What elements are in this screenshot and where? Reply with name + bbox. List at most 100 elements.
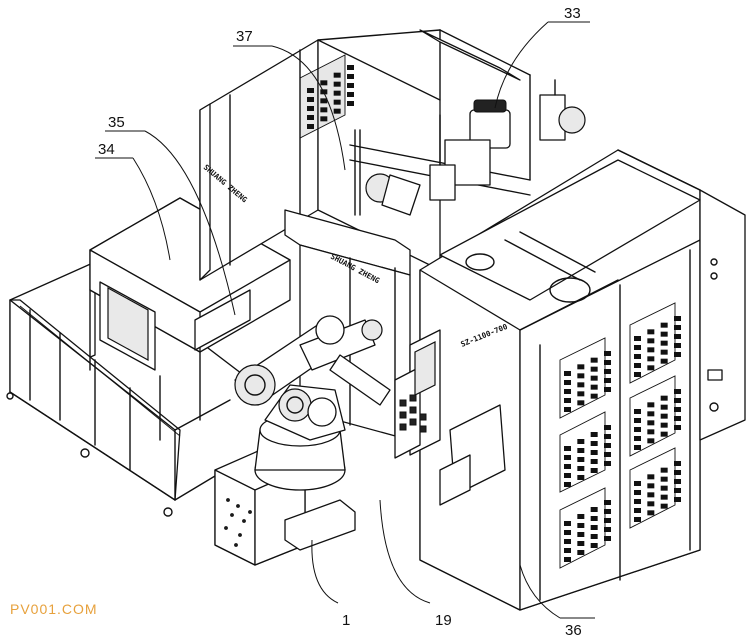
vent-hole — [660, 404, 668, 410]
vent-hole — [634, 427, 641, 432]
vent-hole — [307, 88, 314, 93]
ref-label-1: 1 — [342, 612, 350, 629]
vent-hole — [634, 517, 641, 522]
vent-hole — [333, 81, 341, 87]
vent-hole — [577, 466, 585, 471]
vent-hole — [333, 99, 341, 105]
vent-hole — [634, 336, 641, 341]
vent-hole — [564, 398, 571, 403]
vent-hole — [604, 443, 611, 448]
vent-hole — [604, 527, 611, 532]
vent-hole — [564, 380, 571, 385]
vent-hole — [333, 90, 341, 96]
vent-hole — [604, 378, 611, 383]
vent-hole — [564, 446, 571, 451]
vent-hole — [564, 548, 571, 553]
vent-hole — [564, 371, 571, 376]
vent-hole — [604, 369, 611, 374]
vent-hole — [634, 490, 641, 495]
vent-hole — [577, 457, 585, 462]
vent-hole — [660, 503, 668, 509]
spindle-unit — [429, 79, 586, 201]
vent-hole — [333, 72, 341, 78]
vent-hole — [647, 438, 655, 444]
vent-hole — [590, 525, 598, 530]
vent-hole — [604, 452, 611, 457]
vent-hole — [674, 343, 681, 348]
vent-hole — [590, 534, 598, 539]
vent-hole — [577, 382, 585, 388]
vent-hole — [564, 407, 571, 412]
conveyor-frame — [6, 261, 251, 517]
vent-holes — [307, 65, 354, 129]
vent-hole — [660, 431, 668, 437]
vent-hole — [647, 402, 655, 408]
vent-holes — [634, 461, 681, 522]
vent-hole — [674, 425, 681, 430]
vent-hole — [647, 492, 655, 498]
vent-hole — [660, 422, 668, 428]
vent-hole — [647, 474, 655, 480]
vent-hole — [320, 80, 328, 86]
output-shelf — [439, 404, 506, 506]
vent-hole — [590, 543, 598, 548]
vent-hole — [604, 500, 611, 505]
vent-hole — [590, 357, 598, 363]
vent-hole — [307, 106, 314, 111]
vent-hole — [634, 345, 641, 350]
vent-hole — [634, 354, 641, 359]
vent-hole — [590, 450, 598, 455]
upper-gripper — [354, 129, 421, 216]
vent-hole — [604, 461, 611, 466]
ref-label-37: 37 — [236, 28, 253, 45]
vent-hole — [577, 550, 585, 555]
vent-hole — [647, 356, 655, 362]
vent-hole — [634, 436, 641, 441]
vent-hole — [564, 389, 571, 394]
vent-hole — [320, 89, 328, 95]
ref-label-36: 36 — [565, 622, 582, 638]
vent-hole — [577, 439, 585, 444]
vent-hole — [590, 507, 598, 512]
vent-hole — [634, 409, 641, 414]
vent-hole — [347, 92, 354, 97]
vent-hole — [634, 418, 641, 423]
vent-hole — [647, 365, 655, 371]
vent-hole — [320, 116, 328, 122]
vent-hole — [590, 459, 598, 464]
vent-hole — [634, 363, 641, 368]
vent-hole — [604, 387, 611, 392]
vent-hole — [660, 485, 668, 491]
vent-hole — [634, 481, 641, 486]
vent-hole — [577, 364, 585, 370]
vent-hole — [604, 434, 611, 439]
vent-hole — [564, 530, 571, 535]
vent-hole — [590, 384, 598, 390]
vent-hole — [320, 98, 328, 104]
vent-holes — [564, 425, 611, 487]
vent-hole — [634, 508, 641, 513]
vent-holes — [634, 316, 681, 377]
vent-hole — [660, 395, 668, 401]
vent-hole — [590, 516, 598, 521]
vent-hole — [307, 115, 314, 120]
vent-hole — [674, 497, 681, 502]
ref-label-19: 19 — [435, 612, 452, 629]
vent-hole — [647, 411, 655, 417]
vent-hole — [634, 445, 641, 450]
ref-label-33: 33 — [564, 5, 581, 22]
vent-hole — [647, 338, 655, 344]
ref-label-35: 35 — [108, 114, 125, 131]
vent-hole — [634, 372, 641, 377]
vent-hole — [590, 468, 598, 473]
ref-label-34: 34 — [98, 141, 115, 158]
vent-hole — [674, 334, 681, 339]
vent-hole — [590, 366, 598, 372]
vent-hole — [590, 441, 598, 446]
vent-hole — [674, 416, 681, 421]
vent-hole — [307, 124, 314, 129]
vent-hole — [604, 425, 611, 430]
vent-hole — [564, 521, 571, 526]
vent-hole — [647, 429, 655, 435]
